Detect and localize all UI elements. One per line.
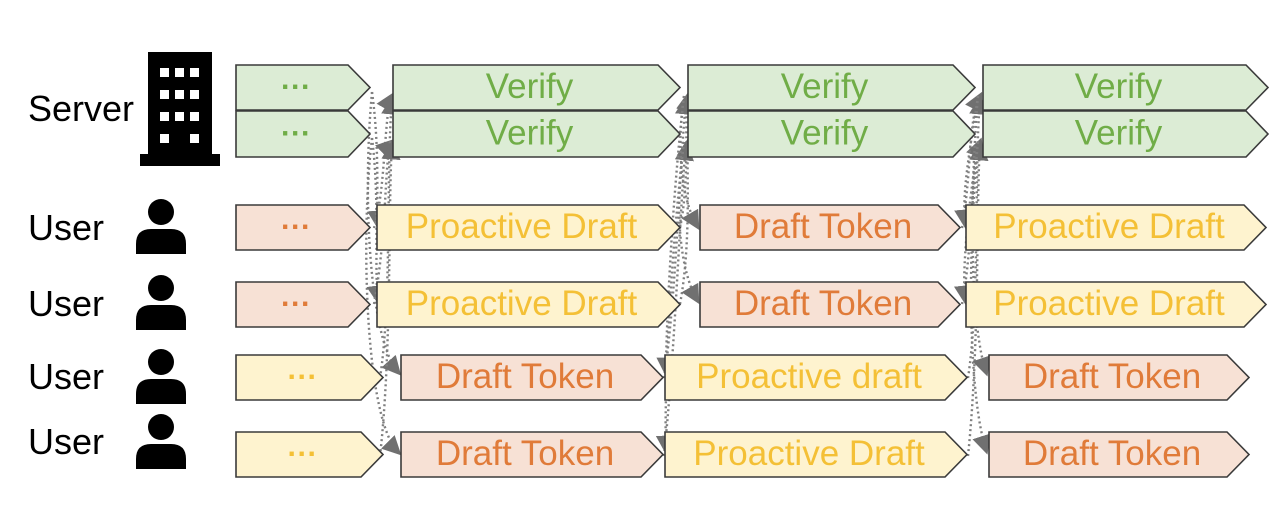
stage-label: Verify [1075, 67, 1163, 106]
stage-label: ··· [281, 70, 311, 103]
stage-arrow-shape [235, 281, 372, 328]
stage-label: Proactive Draft [406, 207, 638, 246]
stage-arrow-shape [235, 110, 372, 158]
stage-label: ··· [281, 287, 311, 320]
user-icon [136, 199, 186, 254]
stage-block: Proactive draft [664, 354, 969, 401]
stage-block: ··· [235, 204, 372, 251]
stage-arrow-shape [400, 354, 665, 401]
stage-arrow-shape [687, 110, 977, 158]
server-label: Server [28, 88, 135, 129]
stage-label: Draft Token [436, 434, 614, 473]
stage-arrow-shape [965, 204, 1268, 251]
stage-label: Verify [486, 113, 574, 152]
stage-label: Verify [1075, 113, 1163, 152]
stage-label: Proactive Draft [993, 207, 1225, 246]
stage-label: Proactive draft [696, 357, 922, 396]
stage-arrow-shape [988, 354, 1251, 401]
stage-block: Verify [392, 110, 682, 158]
dependency-arrow [679, 95, 700, 231]
stage-block: Proactive Draft [965, 204, 1268, 251]
dependency-arrow [655, 141, 686, 455]
dependency-arrow [656, 95, 686, 377]
stage-block: ··· [235, 354, 385, 401]
stage-label: Proactive Draft [993, 284, 1225, 323]
stage-label: ··· [288, 437, 318, 470]
stage-arrow-shape [376, 281, 682, 328]
stage-arrow-shape [965, 281, 1268, 328]
dependency-arrow [378, 140, 401, 457]
dependency-arrow [969, 141, 991, 455]
stage-block: Proactive Draft [664, 431, 969, 478]
user-label-4: User [28, 421, 105, 462]
user-label-2: User [28, 283, 105, 324]
stage-arrow-shape [392, 64, 682, 111]
dependency-arrow [662, 141, 694, 457]
stage-block: Draft Token [400, 354, 665, 401]
stage-arrow-shape [376, 204, 682, 251]
stage-arrow-shape [982, 64, 1270, 111]
user-label-3: User [28, 356, 105, 397]
stage-label: Proactive Draft [406, 284, 638, 323]
building-icon [140, 52, 220, 166]
stage-block: Draft Token [400, 431, 665, 478]
stage-arrow-shape [699, 281, 962, 328]
stage-arrow-shape [988, 431, 1251, 478]
stage-arrow-shape [235, 204, 372, 251]
stage-block: ··· [235, 281, 372, 328]
stage-block: Verify [982, 64, 1270, 111]
stage-arrow-shape [982, 110, 1270, 158]
stage-label: Draft Token [734, 284, 912, 323]
stage-block: Draft Token [699, 281, 962, 328]
user-icon [136, 275, 186, 330]
stage-arrow-shape [687, 64, 977, 111]
stage-arrow-shape [235, 431, 385, 478]
stage-label: Draft Token [436, 357, 614, 396]
stage-block: Verify [982, 110, 1270, 158]
dependency-arrow [971, 95, 991, 377]
stage-label: ··· [281, 210, 311, 243]
stage-arrow-shape [235, 64, 372, 111]
stage-arrow-shape [699, 204, 962, 251]
stage-label: Proactive Draft [693, 434, 925, 473]
stage-label: Verify [781, 67, 869, 106]
stage-label: ··· [281, 117, 311, 150]
stage-block: Proactive Draft [376, 281, 682, 328]
stage-block: Verify [392, 64, 682, 111]
user-label-1: User [28, 207, 105, 248]
dependency-arrow [966, 141, 989, 457]
stage-label: Draft Token [734, 207, 912, 246]
stage-block: Draft Token [988, 431, 1251, 478]
stage-arrow-shape [664, 354, 969, 401]
stage-label: Verify [781, 113, 869, 152]
stage-block: Proactive Draft [376, 204, 682, 251]
stage-block: Draft Token [988, 354, 1251, 401]
stage-block: Verify [687, 110, 977, 158]
stage-arrow-shape [235, 354, 385, 401]
stage-block: Verify [687, 64, 977, 111]
stage-block: ··· [235, 64, 372, 111]
stage-label: Verify [486, 67, 574, 106]
dependency-arrow [365, 137, 402, 456]
dependency-arrow [662, 95, 695, 379]
stage-label: Draft Token [1023, 357, 1201, 396]
stage-label: ··· [288, 360, 318, 393]
dependency-arrows [365, 91, 991, 457]
user-icon [136, 349, 186, 404]
stage-block: ··· [235, 431, 385, 478]
stage-arrow-shape [400, 431, 665, 478]
stage-arrow-shape [664, 431, 969, 478]
stage-block: Draft Token [699, 204, 962, 251]
stage-arrow-shape [392, 110, 682, 158]
user-icon [136, 414, 186, 469]
stage-block: ··· [235, 110, 372, 158]
dependency-arrow [372, 138, 396, 305]
stage-block: Proactive Draft [965, 281, 1268, 328]
stage-label: Draft Token [1023, 434, 1201, 473]
